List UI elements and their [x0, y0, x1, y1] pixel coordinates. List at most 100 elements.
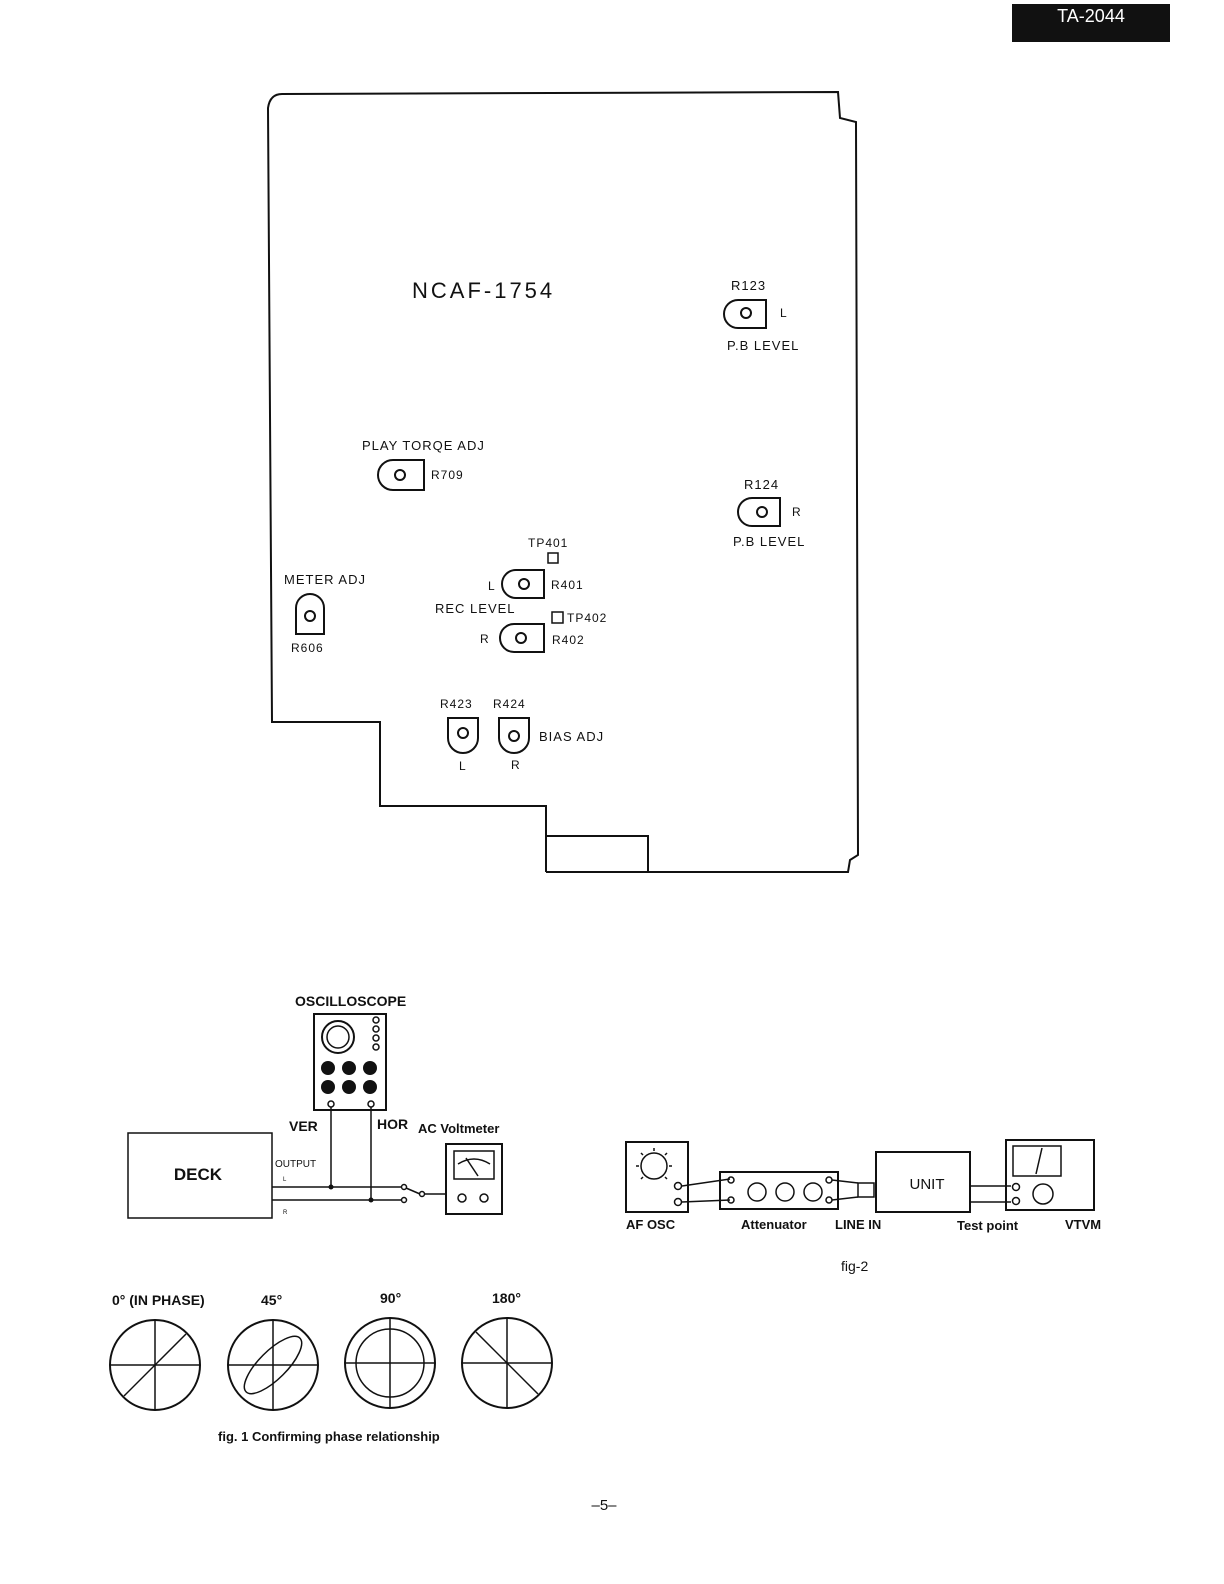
scope-knob-icon	[342, 1061, 356, 1075]
r401-body	[501, 569, 545, 599]
phase-label-90: 90°	[380, 1290, 401, 1306]
output-label: OUTPUT	[275, 1159, 316, 1170]
bias-adj-group: R423 R424 BIAS ADJ L R	[440, 697, 604, 773]
r423-body	[447, 717, 479, 754]
output-r-label: R	[283, 1210, 288, 1216]
r709-ref: R709	[431, 468, 464, 482]
scope-lamp	[372, 1043, 380, 1051]
r124-channel: R	[792, 505, 801, 519]
fig2-setup: UNIT AF OSC Attenuator LINE IN Test poin…	[625, 1139, 1101, 1274]
r606-caption: METER ADJ	[284, 572, 366, 587]
hor-label: HOR	[377, 1116, 408, 1132]
r402-body	[499, 623, 545, 653]
r402-ref: R402	[552, 633, 585, 647]
junction-dot	[328, 1184, 334, 1190]
phase-label-180: 180°	[492, 1290, 521, 1306]
unit: UNIT	[875, 1151, 971, 1213]
line-in-plug	[857, 1182, 875, 1198]
scope-lamp	[372, 1025, 380, 1033]
attenuator-knob-icon	[747, 1182, 767, 1202]
r402-channel: R	[480, 632, 489, 646]
model-badge: TA-2044	[1012, 4, 1170, 42]
oscilloscope	[313, 1013, 387, 1111]
tp401-label: TP401	[528, 536, 568, 550]
vtvm-terminal	[1011, 1196, 1021, 1206]
trimmer-r709: PLAY TORQE ADJ R709	[362, 438, 485, 491]
scope-screen-outer	[321, 1020, 355, 1054]
switch-contact	[400, 1183, 408, 1191]
attenuator-terminal	[727, 1196, 735, 1204]
bias-adj-caption: BIAS ADJ	[539, 729, 604, 744]
vtvm-label: VTVM	[1065, 1217, 1101, 1232]
af-osc-terminal	[673, 1181, 683, 1191]
r123-wiper	[740, 307, 752, 319]
attenuator-terminal	[727, 1176, 735, 1184]
unit-label: UNIT	[910, 1176, 945, 1193]
scope-knob-icon	[342, 1080, 356, 1094]
voltmeter-terminal	[479, 1193, 489, 1203]
rec-level-group: TP401 L R401 REC LEVEL TP402 R R402	[435, 536, 607, 653]
r123-channel: L	[780, 306, 787, 320]
vtvm-dial	[1012, 1145, 1062, 1177]
af-osc-terminal	[673, 1197, 683, 1207]
oscilloscope-body	[313, 1013, 387, 1111]
r709-caption: PLAY TORQE ADJ	[362, 438, 485, 453]
deck: DECK	[127, 1132, 273, 1219]
af-oscillator	[625, 1141, 689, 1213]
tp402-label: TP402	[567, 611, 607, 625]
voltmeter-body	[445, 1143, 503, 1215]
r424-body	[498, 717, 530, 754]
scope-screen-inner	[326, 1025, 350, 1049]
lissajous-0	[109, 1319, 201, 1411]
r709-wiper	[394, 469, 406, 481]
vtvm-terminal	[1011, 1182, 1021, 1192]
board-outline	[266, 90, 860, 873]
r123-caption: P.B LEVEL	[727, 338, 799, 353]
output-l-label: L	[283, 1177, 287, 1183]
voltmeter-terminal	[457, 1193, 467, 1203]
tp401-pad	[547, 552, 559, 564]
vtvm-body	[1005, 1139, 1095, 1211]
r124-body	[737, 497, 781, 527]
attenuator-label: Attenuator	[741, 1217, 807, 1232]
unit-to-vtvm-wires	[970, 1185, 1011, 1203]
deck-body	[127, 1132, 273, 1219]
scope-terminal	[367, 1100, 375, 1108]
switch-pivot	[418, 1190, 426, 1198]
attenuator	[719, 1171, 839, 1210]
af-osc-dial-icon	[640, 1152, 668, 1180]
board-name: NCAF-1754	[412, 278, 555, 303]
voltmeter-scale	[457, 1158, 491, 1165]
switch-contact	[400, 1196, 408, 1204]
r423-wiper	[457, 727, 469, 739]
attenuator-terminal	[825, 1176, 833, 1184]
lissajous-row: 0° (IN PHASE) 45° 90° 180° fig. 1 Confir…	[109, 1290, 553, 1444]
r424-channel: R	[511, 758, 520, 772]
scope-terminal	[327, 1100, 335, 1108]
model-badge-text: TA-2044	[1057, 6, 1125, 26]
attenuator-terminal	[825, 1196, 833, 1204]
ver-label: VER	[289, 1118, 318, 1134]
af-osc-dial-ticks	[636, 1148, 672, 1180]
af-osc-body	[625, 1141, 689, 1213]
r709-body	[377, 459, 425, 491]
r124-caption: P.B LEVEL	[733, 534, 805, 549]
attenuator-body	[719, 1171, 839, 1210]
phase-label-0: 0° (IN PHASE)	[112, 1292, 205, 1308]
af-osc-label: AF OSC	[626, 1217, 676, 1232]
trimmer-r124: R124 R P.B LEVEL	[733, 477, 805, 549]
test-point-label: Test point	[957, 1218, 1019, 1233]
r606-wiper	[304, 610, 316, 622]
r423-channel: L	[459, 759, 466, 773]
scope-knob-icon	[363, 1061, 377, 1075]
voltmeter-needle	[465, 1157, 479, 1177]
r401-ref: R401	[551, 578, 584, 592]
lissajous-45	[227, 1319, 319, 1411]
page-number: –5–	[591, 1497, 617, 1514]
voltmeter-dial	[453, 1150, 495, 1180]
attenuator-knob-icon	[775, 1182, 795, 1202]
vtvm-knob-icon	[1032, 1183, 1054, 1205]
r402-wiper	[515, 632, 527, 644]
scope-knob-icon	[363, 1080, 377, 1094]
